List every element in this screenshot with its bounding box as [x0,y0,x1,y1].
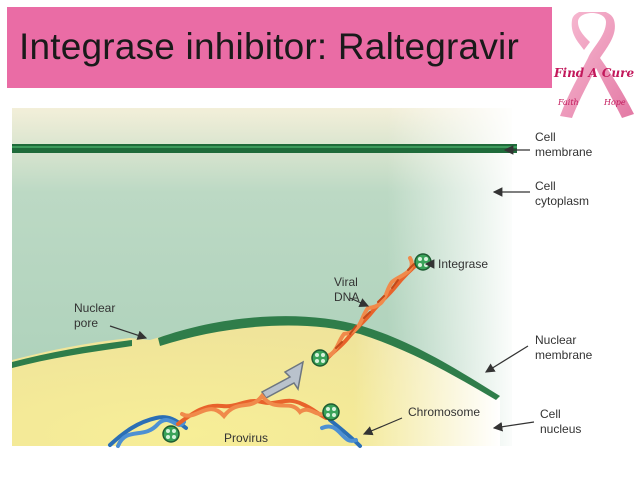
label-viral-dna: Viral DNA [334,275,361,304]
logo-text-main: Find A Cure [554,66,635,80]
integrase-lower-icon [311,349,329,367]
label-integrase: Integrase [438,257,488,271]
title-banner: Integrase inhibitor: Raltegravir [7,7,552,88]
find-a-cure-logo: Find A Cure Faith Hope [548,9,636,124]
label-nuclear-pore: Nuclear pore [74,301,119,330]
cell-membrane [12,144,517,153]
viral-dna-helix [318,256,422,364]
label-chromosome: Chromosome [408,405,480,419]
integrase-upper-icon [414,253,432,271]
integrase-provirus-left-icon [162,425,180,443]
provirus-helix [176,392,330,426]
integrase-provirus-right-icon [322,403,340,421]
pink-ribbon-icon [560,9,634,118]
nucleus-region [12,319,500,446]
integration-arrow-icon [260,360,305,399]
label-provirus: Provirus [224,431,268,445]
nuclear-membrane [12,316,500,400]
label-nuclear-membrane: Nuclear membrane [535,333,593,362]
label-cell-cytoplasm: Cell cytoplasm [535,179,589,208]
logo-text-faith: Faith [558,98,579,107]
slide-title: Integrase inhibitor: Raltegravir [19,26,519,67]
label-cell-nucleus: Cell nucleus [540,407,581,436]
logo-text-hope: Hope [604,98,626,107]
label-cell-membrane: Cell membrane [535,130,593,159]
leader-lines [109,145,535,436]
